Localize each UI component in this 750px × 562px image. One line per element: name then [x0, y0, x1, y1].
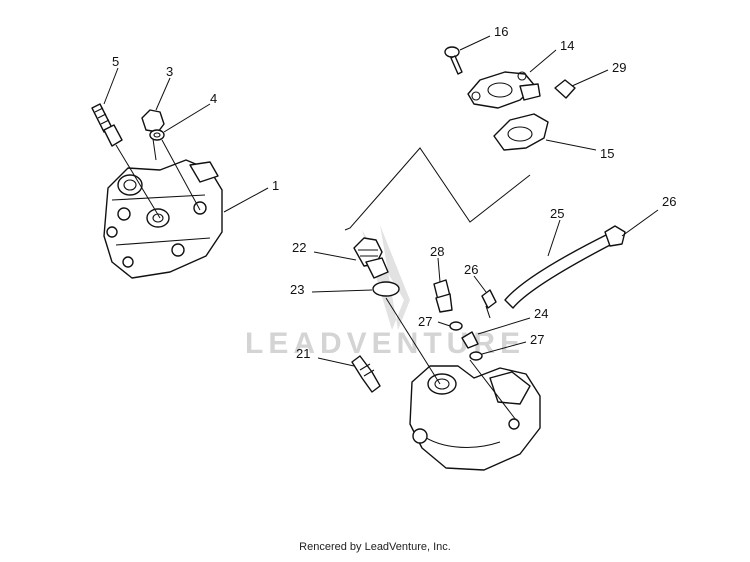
callout-21: 21 — [296, 346, 310, 361]
cylinder-block — [409, 365, 541, 471]
callout-26-upper: 26 — [662, 194, 676, 209]
callout-22: 22 — [292, 240, 306, 255]
leader-27a — [437, 321, 451, 327]
leader-22 — [313, 251, 357, 261]
callout-16: 16 — [494, 24, 508, 39]
part-27-washer-upper — [449, 321, 463, 331]
callout-15: 15 — [600, 146, 614, 161]
part-23-o-ring — [372, 281, 400, 297]
leader-26b — [473, 275, 487, 293]
part-14-thermostat-housing — [467, 71, 541, 109]
leader-21 — [317, 357, 355, 367]
callout-25: 25 — [550, 206, 564, 221]
callout-24: 24 — [534, 306, 548, 321]
leader-1 — [223, 187, 269, 213]
leader-4 — [163, 103, 211, 133]
callout-14: 14 — [560, 38, 574, 53]
leader-3 — [155, 77, 171, 111]
leader-25 — [547, 219, 561, 257]
callout-27-upper: 27 — [418, 314, 432, 329]
part-4-washer — [149, 129, 201, 211]
callout-29: 29 — [612, 60, 626, 75]
callout-27-lower: 27 — [530, 332, 544, 347]
part-26-clamp-middle — [481, 289, 497, 319]
assembly-line-fitting — [469, 359, 517, 421]
callout-5: 5 — [112, 54, 119, 69]
callout-26-middle: 26 — [464, 262, 478, 277]
callout-3: 3 — [166, 64, 173, 79]
callout-1: 1 — [272, 178, 279, 193]
part-28-fitting — [433, 279, 453, 313]
leader-23 — [311, 289, 373, 293]
part-22-thermostat — [353, 237, 389, 279]
part-25-hose — [504, 233, 613, 309]
part-26-clamp-upper — [604, 209, 659, 247]
part-15-gasket — [493, 113, 597, 151]
part-5-spark-plug — [91, 103, 161, 219]
part-24-fitting — [461, 317, 531, 349]
part-27-washer-lower — [469, 341, 527, 361]
leader-14 — [529, 49, 557, 73]
part-16-bolt — [444, 35, 491, 75]
leader-28 — [437, 257, 441, 283]
part-3-cap — [141, 109, 165, 161]
callout-28: 28 — [430, 244, 444, 259]
part-1-cylinder-head — [103, 159, 223, 279]
part-29-cap — [554, 69, 609, 99]
part-21-sensor — [351, 355, 381, 393]
assembly-line-thermostat — [385, 297, 441, 385]
callout-4: 4 — [210, 91, 217, 106]
footer-credit: Rencered by LeadVenture, Inc. — [299, 541, 451, 553]
routing-line — [344, 147, 531, 231]
callout-23: 23 — [290, 282, 304, 297]
leader-5 — [103, 67, 119, 105]
